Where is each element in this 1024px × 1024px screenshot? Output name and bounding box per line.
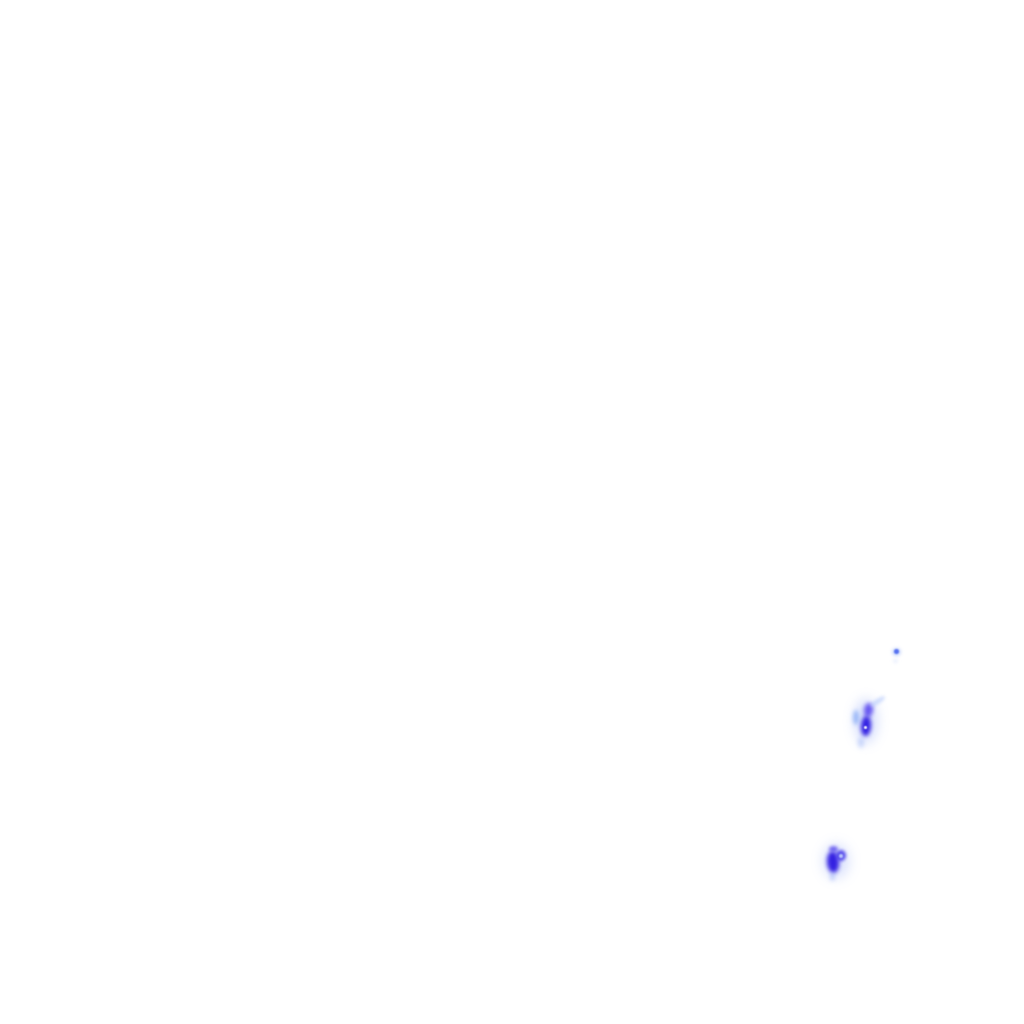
cell-b-core [825, 850, 840, 874]
cell-a-halo [855, 699, 877, 743]
cell-b-top-cap [828, 846, 838, 852]
cell-a-tail [858, 736, 864, 748]
cell-b-halo [823, 844, 849, 878]
cell-a-left-bar [852, 710, 859, 725]
cell-a-streak [868, 694, 886, 708]
cell-a-core-upper [862, 702, 874, 718]
cell-b-lobe-hole [838, 853, 843, 859]
cell-c-halo [891, 647, 901, 656]
cell-a-core-lower [859, 715, 872, 737]
cell-b-right-lobe [836, 850, 846, 861]
cell-b-tail [829, 871, 835, 881]
cell-c-smudge [892, 659, 898, 663]
cell-c-core [893, 649, 899, 654]
cell-a-white-hole [864, 726, 867, 729]
